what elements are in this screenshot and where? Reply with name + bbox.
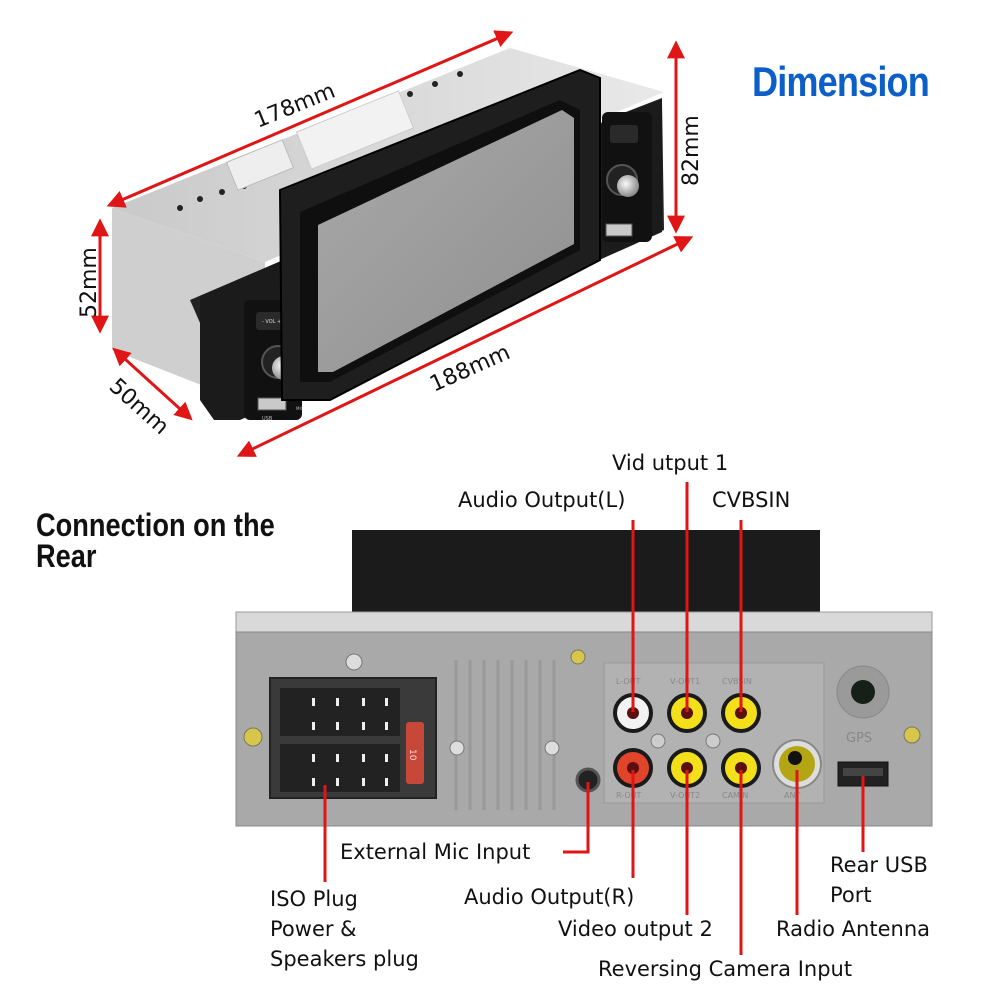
jack-label: V-OUT1 — [670, 677, 700, 686]
jack-label: L-OUT — [616, 677, 641, 686]
label-audio-output-l: Audio Output(L) — [458, 488, 626, 512]
jack-label: V-OUT2 — [670, 791, 700, 800]
mic-label: MIC — [296, 406, 304, 411]
fuse — [406, 722, 424, 784]
menu-knob[interactable] — [617, 175, 639, 197]
dim-52: 52mm — [77, 247, 102, 318]
label-radio-antenna: Radio Antenna — [776, 917, 931, 941]
screw — [650, 733, 666, 749]
screw — [243, 727, 263, 747]
rear-unit: 10 L-OUT V-OUT1 CVBSIN R-OUT V-OUT2 CAMI… — [235, 530, 933, 827]
jack-label: ANT — [784, 791, 800, 800]
vol-label: - VOL + — [262, 319, 281, 325]
screw — [705, 733, 721, 749]
screw — [449, 740, 465, 756]
label-cvbsin: CVBSIN — [712, 488, 791, 512]
dim-188: 188mm — [426, 340, 514, 397]
arrow-50 — [112, 347, 193, 421]
label-iso-line-3: Speakers plug — [270, 947, 419, 971]
arrow-178 — [106, 30, 514, 208]
sd-slot[interactable] — [605, 223, 633, 237]
jack-label: CVBSIN — [722, 677, 752, 686]
screw — [345, 653, 363, 671]
screw — [544, 740, 560, 756]
rear-screen-back — [352, 530, 820, 620]
screw — [903, 726, 921, 744]
rear-connection-title: Connection on the Rear — [36, 507, 275, 574]
label-rear-usb-line-2: Port — [830, 883, 872, 907]
callout-lines — [323, 482, 865, 955]
jack-label: CAMIN — [722, 791, 748, 800]
label-video-output-1: Vid utput 1 — [612, 451, 729, 475]
dim-82: 82mm — [679, 115, 704, 186]
arrow-188 — [236, 236, 694, 457]
label-audio-output-r: Audio Output(R) — [464, 885, 635, 909]
fuse-label: 10 — [407, 749, 417, 761]
dim-50: 50mm — [104, 374, 173, 440]
label-external-mic-input: External Mic Input — [340, 840, 531, 864]
dimension-title: Dimension — [752, 58, 930, 105]
screw — [570, 649, 586, 665]
label-iso-line-2: Power & — [270, 917, 357, 941]
usb-label: USB — [262, 416, 273, 422]
label-rear-usb-line-1: Rear USB — [830, 853, 928, 877]
label-iso-plug: ISO Plug Power & Speakers plug — [270, 884, 419, 974]
gps-label: GPS — [846, 731, 872, 746]
label-video-output-2: Video output 2 — [558, 917, 713, 941]
label-iso-line-1: ISO Plug — [270, 887, 358, 911]
rear-title-line-2: Rear — [36, 538, 97, 574]
rear-title-line-1: Connection on the — [36, 507, 275, 543]
label-reversing-camera-input: Reversing Camera Input — [598, 957, 853, 981]
dimension-arrows — [91, 30, 694, 457]
jack-label: R-OUT — [616, 791, 641, 800]
label-rear-usb-port: Rear USB Port — [830, 850, 928, 910]
